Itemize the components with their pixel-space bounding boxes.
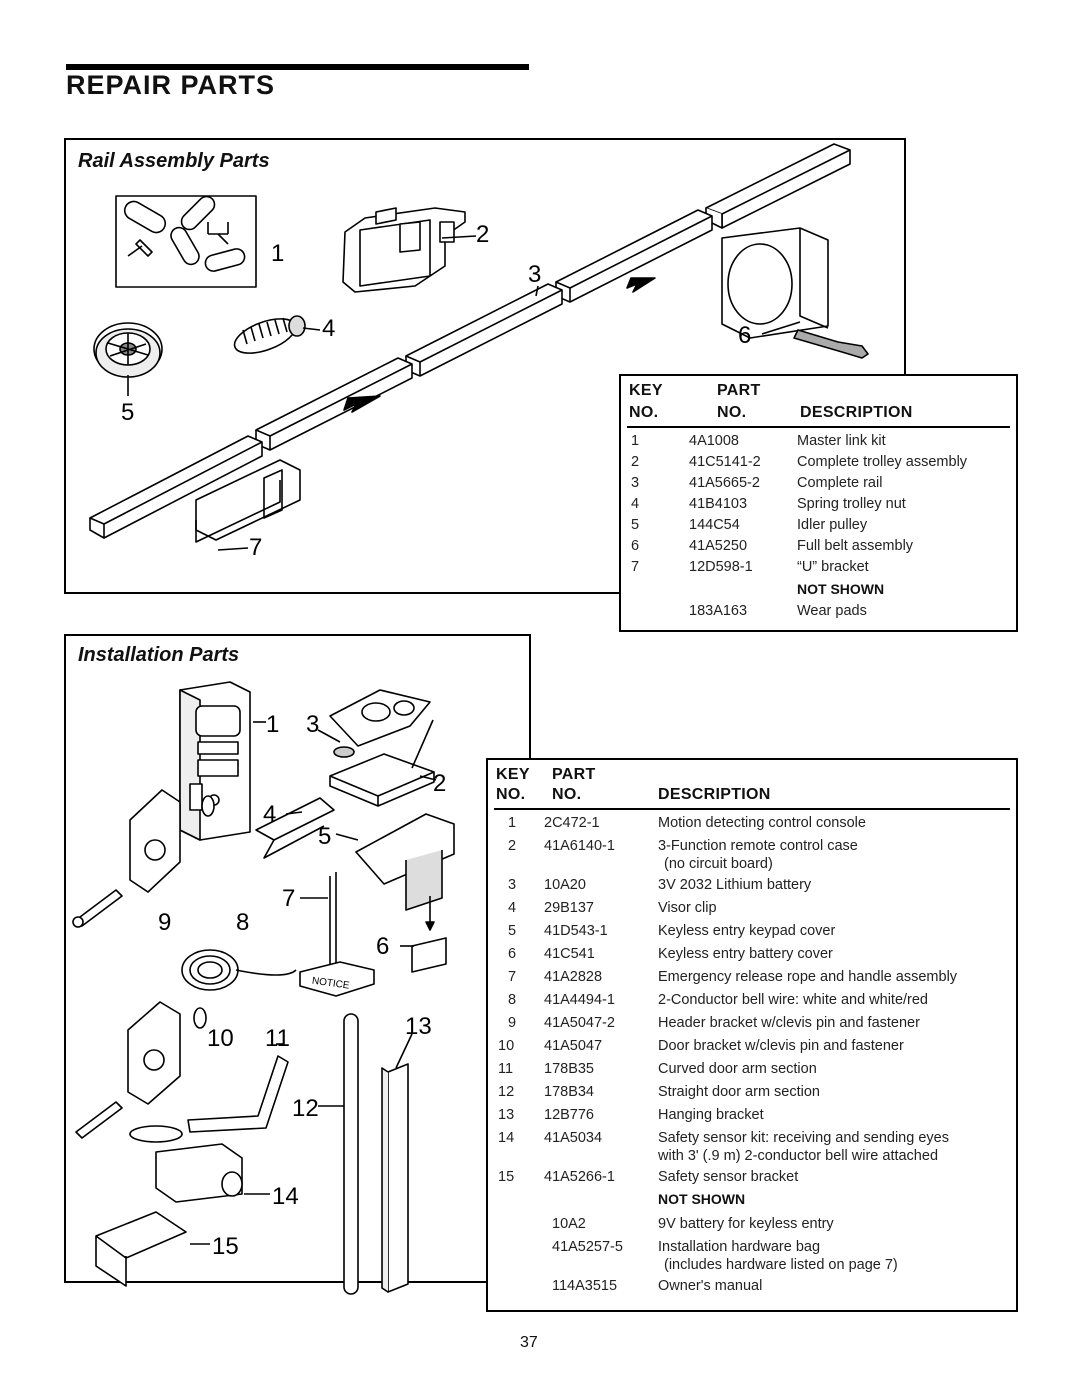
remote-case-bottom (329, 753, 435, 807)
callout-leader (335, 833, 359, 841)
callout-leader (317, 729, 341, 743)
notice-label: NOTICE (311, 976, 350, 992)
curved-door-arm (187, 1055, 289, 1133)
belt-end (793, 329, 869, 359)
callout-5: 5 (121, 399, 134, 426)
keypad-cover (355, 813, 455, 885)
callout-5: 5 (318, 823, 331, 850)
master-link-piece (170, 226, 200, 266)
callout-15: 15 (212, 1233, 239, 1260)
callout-leader (535, 285, 539, 297)
callout-4: 4 (322, 315, 335, 342)
callout-9: 9 (158, 909, 171, 936)
page-title: REPAIR PARTS (66, 70, 276, 100)
callout-11: 11 (265, 1025, 290, 1052)
callout-leader (419, 775, 437, 781)
callout-6: 6 (376, 933, 389, 960)
callout-8: 8 (236, 909, 249, 936)
sensor-wire (129, 1125, 183, 1143)
sensor-bracket (95, 1211, 187, 1287)
header-description: DESCRIPTION (658, 786, 771, 803)
callout-12: 12 (292, 1095, 319, 1122)
callout-1: 1 (266, 711, 279, 738)
callout-leader (441, 235, 477, 239)
callout-leader (395, 1033, 413, 1069)
header-part-no-top: PART (717, 382, 761, 399)
callout-1: 1 (271, 240, 284, 267)
master-link-piece (207, 222, 229, 245)
rail-section-middle (555, 209, 713, 303)
header-part-no-bottom: NO. (717, 404, 747, 421)
callout-2: 2 (476, 221, 489, 248)
callout-7: 7 (282, 885, 295, 912)
page-number: 37 (520, 1334, 538, 1351)
direction-arrow (626, 277, 656, 293)
callout-14: 14 (272, 1183, 299, 1210)
lithium-battery (333, 746, 355, 758)
header-description: DESCRIPTION (800, 404, 913, 421)
rail-assembly-panel (64, 138, 906, 594)
rail-section-lower (405, 283, 563, 377)
master-link-piece (204, 248, 246, 272)
clevis-pin (75, 1101, 123, 1139)
callout-leader (285, 811, 303, 815)
callout-leader (761, 321, 801, 335)
installation-title: Installation Parts (78, 644, 240, 666)
callout-leader (302, 327, 321, 331)
callout-3: 3 (528, 261, 541, 288)
callout-leader (217, 547, 249, 551)
header-part-no-bottom: NO. (552, 786, 582, 803)
header-key-no-top: KEY (496, 766, 530, 783)
header-key-no-top: KEY (629, 382, 663, 399)
direction-arrow (343, 395, 381, 413)
callout-13: 13 (405, 1013, 432, 1040)
safety-sensor (155, 1143, 243, 1203)
not-shown-label: NOT SHOWN (658, 1191, 746, 1207)
trolley-detail (375, 207, 455, 253)
callout-4: 4 (263, 801, 276, 828)
rail-section-front (89, 435, 263, 539)
callout-10: 10 (207, 1025, 234, 1052)
callout-2: 2 (433, 770, 446, 797)
master-link-piece (127, 239, 153, 257)
header-key-no-bottom: NO. (496, 786, 526, 803)
title-rule (66, 64, 529, 70)
callout-7: 7 (249, 534, 262, 561)
header-key-no-bottom: NO. (629, 404, 659, 421)
callout-6: 6 (738, 322, 751, 349)
master-link-piece (180, 195, 216, 231)
rail-assembly-title: Rail Assembly Parts (78, 150, 270, 172)
battery-cover (411, 937, 447, 973)
header-part-no-top: PART (552, 766, 596, 783)
master-link-piece (123, 200, 167, 234)
rail-assembly-illustration: 1 2 3 4 5 6 7 (89, 143, 869, 561)
straight-door-arm (343, 1013, 359, 1295)
rail-section-bottom (255, 357, 413, 451)
hanging-bracket (387, 1063, 409, 1293)
visor-clip (255, 797, 335, 859)
spring-coils (242, 317, 288, 345)
release-handle (299, 961, 375, 997)
not-shown-label: NOT SHOWN (797, 581, 885, 597)
callout-3: 3 (306, 711, 319, 738)
